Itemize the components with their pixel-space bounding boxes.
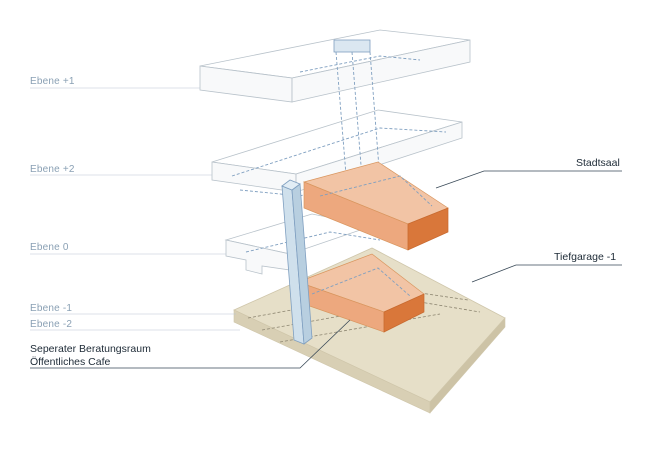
- callout-cafe: Öffentliches Cafe: [30, 356, 111, 368]
- callout-tiefgarage: Tiefgarage -1: [554, 251, 616, 263]
- lower-volume-dash: [311, 267, 411, 297]
- lower-volume-side: [383, 293, 425, 333]
- leader-stadtsaal: [435, 170, 622, 189]
- label-ebene-plus-2: Ebene +2: [30, 164, 75, 175]
- ground-slab-side: [429, 317, 506, 414]
- slab-ebene-plus-1-side: [291, 39, 471, 103]
- callout-stadtsaal: Stadtsaal: [576, 157, 620, 169]
- slab-ebene-0-dash: [245, 231, 381, 253]
- core-top: [281, 179, 301, 191]
- label-ebene-minus-1: Ebene -1: [30, 303, 72, 314]
- stadtsaal-dash: [319, 175, 433, 207]
- slab-ebene-plus-1: [199, 29, 471, 103]
- callouts: Stadtsaal Tiefgarage -1 Seperater Beratu…: [30, 157, 622, 369]
- label-ebene-plus-1: Ebene +1: [30, 76, 75, 87]
- slab-ebene-plus-1-dash: [299, 55, 421, 73]
- slab-ebene-plus-2-dash: [231, 127, 447, 177]
- volume-beratungsraum-cafe: [296, 253, 425, 333]
- shaft-dash-left: [335, 51, 351, 225]
- stadtsaal-side: [407, 207, 449, 251]
- level-labels: Ebene +1 Ebene +2 Ebene 0 Ebene -1 Ebene…: [30, 76, 240, 331]
- volume-stadtsaal: [302, 161, 449, 251]
- vertical-core: [281, 179, 313, 345]
- leader-beratungsraum: [30, 319, 351, 369]
- shaft-top-cap: [333, 39, 371, 53]
- label-ebene-minus-2: Ebene -2: [30, 319, 72, 330]
- label-ebene-0: Ebene 0: [30, 242, 69, 253]
- leader-tiefgarage: [471, 264, 622, 283]
- callout-beratungsraum: Seperater Beratungsraum: [30, 343, 151, 355]
